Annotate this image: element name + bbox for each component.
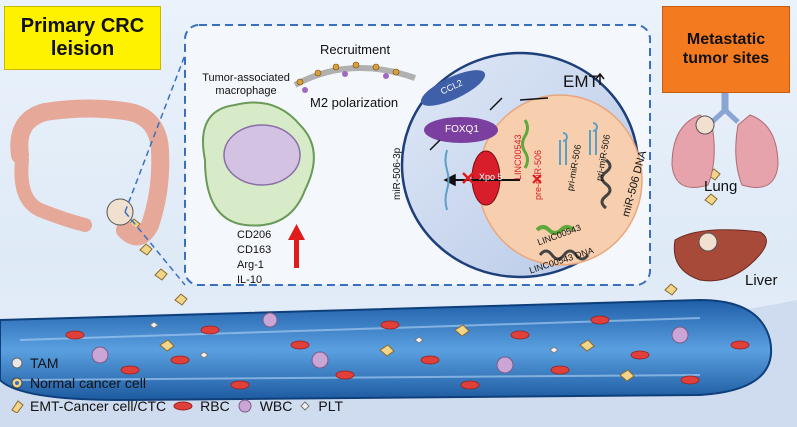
- wbc-icon: [238, 399, 252, 413]
- legend-normal-cancer: Normal cancer cell: [10, 375, 146, 391]
- lung-label: Lung: [704, 178, 738, 195]
- marker-list: CD206 CD163 Arg-1 IL-10: [237, 228, 271, 288]
- legend-tam: TAM: [10, 355, 59, 371]
- ctc-group: [127, 168, 721, 382]
- marker-il10: IL-10: [237, 274, 263, 286]
- foxq1-label: FOXQ1: [445, 124, 479, 135]
- liver-label: Liver: [745, 272, 778, 289]
- pre-mir506-label: pre-miR-506: [533, 149, 543, 200]
- primary-tumor: [106, 198, 134, 226]
- legend-emt-cancer: EMT-Cancer cell/CTC: [30, 398, 167, 414]
- tam-icon: [11, 357, 23, 369]
- xpo5-shape: [471, 150, 501, 206]
- upregulation-arrow-icon: [288, 224, 305, 268]
- liver-illustration: [673, 229, 767, 282]
- ccl2-shape: [420, 70, 486, 106]
- mir506-3p-label: miR-506-3p: [392, 147, 403, 200]
- marker-cd206: CD206: [237, 229, 272, 241]
- linc-upper-label: LINC00543: [513, 134, 523, 180]
- rbc-icon: [173, 401, 193, 411]
- plt-group: [149, 321, 559, 359]
- legend-wbc: WBC: [259, 398, 293, 414]
- emt-cancer-icon: [11, 400, 24, 413]
- xpo5-label: Xpo 5: [479, 172, 503, 182]
- emt-label: EMT: [563, 72, 599, 91]
- marker-arg1: Arg-1: [237, 259, 264, 271]
- foxq1-shape: [424, 117, 498, 143]
- lung-illustration: [671, 80, 779, 188]
- tam-label: Tumor-associated macrophage: [202, 72, 290, 98]
- macrophage-illustration: [202, 101, 315, 227]
- dna-icons: [538, 158, 612, 261]
- colon-illustration: [10, 99, 170, 246]
- legend-plt: PLT: [318, 398, 344, 414]
- rbc-group: [65, 315, 750, 390]
- wbc-group: [91, 312, 689, 374]
- recruitment-label: Recruitment: [320, 42, 391, 57]
- metastatic-sites-title: Metastatic tumor sites: [662, 6, 790, 93]
- legend-rbc: RBC: [200, 398, 230, 414]
- m2-polarization-label: M2 polarization: [310, 95, 399, 110]
- plt-icon: [300, 401, 311, 411]
- marker-cd163: CD163: [237, 244, 272, 256]
- normal-cancer-icon: [11, 377, 23, 389]
- primary-crc-title: Primary CRC leision: [4, 6, 161, 70]
- legend-row-bottom: EMT-Cancer cell/CTC RBC WBC PLT: [10, 398, 343, 414]
- block-x-icon: [462, 172, 474, 184]
- cytokine-dots: [296, 61, 400, 86]
